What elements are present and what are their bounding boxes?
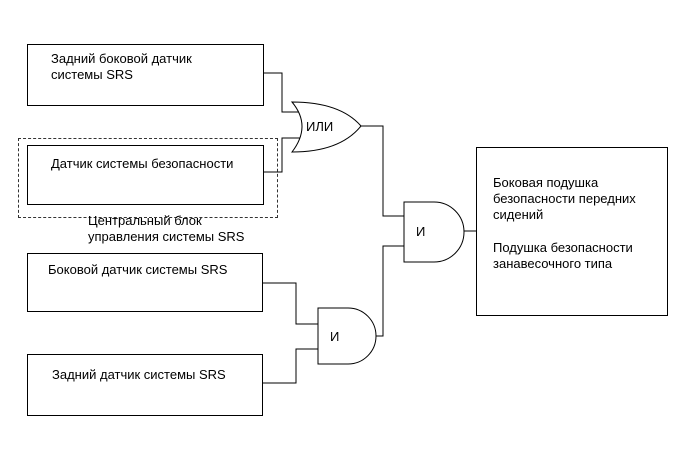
- and-gate-lower-shape: [317, 307, 377, 365]
- rear-side-sensor-box: Задний боковой датчик системы SRS: [27, 44, 264, 106]
- rear-sensor-box: Задний датчик системы SRS: [27, 354, 263, 416]
- side-sensor-label: Боковой датчик системы SRS: [48, 262, 228, 277]
- and-gate-final-label: И: [416, 224, 425, 239]
- or-gate-shape: [290, 101, 362, 153]
- and-gate-final-shape: [403, 201, 465, 263]
- side-sensor-box: Боковой датчик системы SRS: [27, 253, 263, 312]
- curtain-airbag-label: Подушка безопасности занавесочного типа: [493, 240, 633, 271]
- side-airbag-label: Боковая подушка безопасности передних си…: [493, 175, 636, 222]
- airbag-output-box: Боковая подушка безопасности передних си…: [476, 147, 668, 316]
- or-gate-label: ИЛИ: [306, 119, 333, 134]
- control-unit-boundary: [18, 138, 278, 218]
- safety-sensor-label: Датчик системы безопасности: [51, 156, 234, 171]
- rear-side-sensor-label: Задний боковой датчик системы SRS: [51, 51, 192, 82]
- and-gate-lower-label: И: [330, 329, 339, 344]
- control-unit-label: Центральный блок управления системы SRS: [88, 213, 245, 244]
- rear-sensor-label: Задний датчик системы SRS: [52, 367, 226, 382]
- safety-sensor-box: Датчик системы безопасности: [27, 145, 264, 205]
